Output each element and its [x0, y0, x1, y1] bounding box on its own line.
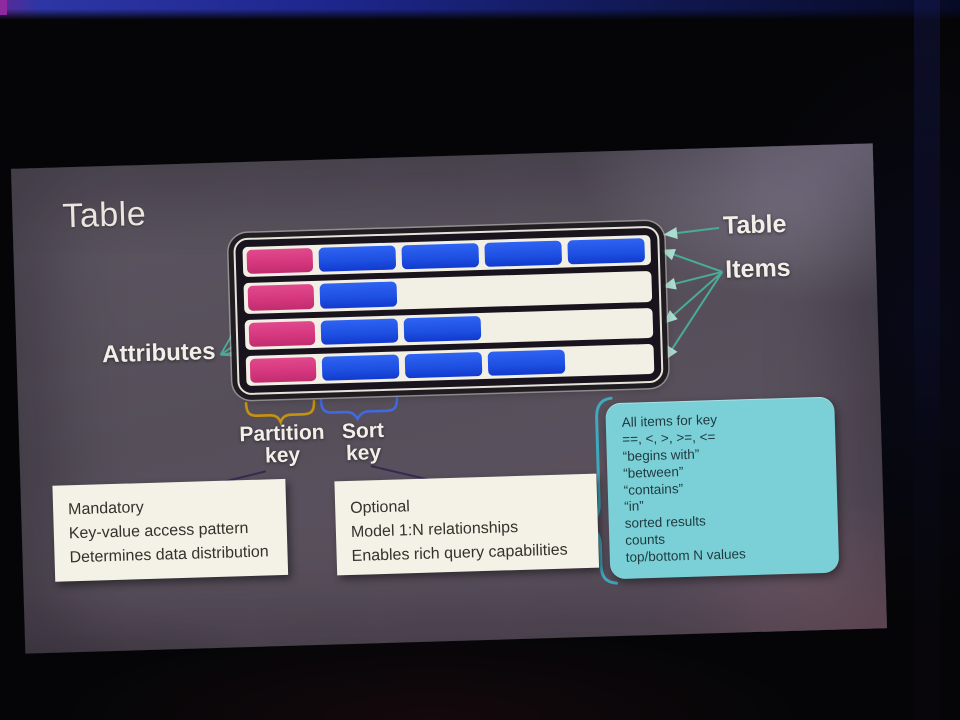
text-line: Determines data distribution: [69, 543, 269, 567]
attributes-callout-label: Attributes: [101, 337, 216, 369]
slide-title: Table: [61, 194, 147, 236]
curtain-light-band: [914, 0, 940, 720]
sort-key-brace: [319, 396, 399, 422]
partition-key-label: Partition key: [231, 421, 334, 469]
table-row: [245, 343, 655, 387]
stage-light-sliver: [0, 0, 7, 15]
sort-key-line1: Sort: [341, 418, 385, 444]
partition-key-block: [248, 320, 316, 347]
sort-key-label: Sort key: [324, 419, 403, 466]
attribute-block: [567, 238, 646, 265]
items-callout-label: Items: [724, 253, 792, 284]
slide: Table Table Items Attributes Partition k…: [10, 143, 888, 654]
table-row: [242, 234, 652, 278]
attribute-block: [403, 315, 482, 343]
partition-key-block: [249, 356, 317, 383]
attribute-block: [318, 245, 397, 273]
query-capabilities-box: All items for key==, <, >, >=, <=“begins…: [605, 396, 840, 580]
attribute-block: [319, 281, 398, 309]
attribute-block: [401, 243, 480, 270]
stage-light-glow: [0, 0, 960, 20]
partition-key-line2: key: [264, 443, 301, 468]
table-row: [244, 307, 654, 350]
table-callout-label: Table: [722, 209, 787, 240]
table-diagram: [233, 225, 664, 396]
attribute-block: [321, 354, 400, 381]
attribute-block: [487, 349, 566, 376]
attribute-block: [484, 240, 563, 268]
attribute-block: [320, 317, 399, 345]
attribute-block: [404, 351, 483, 379]
partition-key-brace: [244, 399, 316, 426]
partition-key-line1: Partition: [239, 420, 325, 447]
table-callout-line: [663, 226, 720, 240]
items-callout-lines: [660, 248, 724, 361]
partition-key-block: [246, 247, 314, 275]
sort-key-line2: key: [345, 441, 382, 466]
table-row: [243, 271, 653, 314]
partition-key-block: [247, 284, 315, 311]
